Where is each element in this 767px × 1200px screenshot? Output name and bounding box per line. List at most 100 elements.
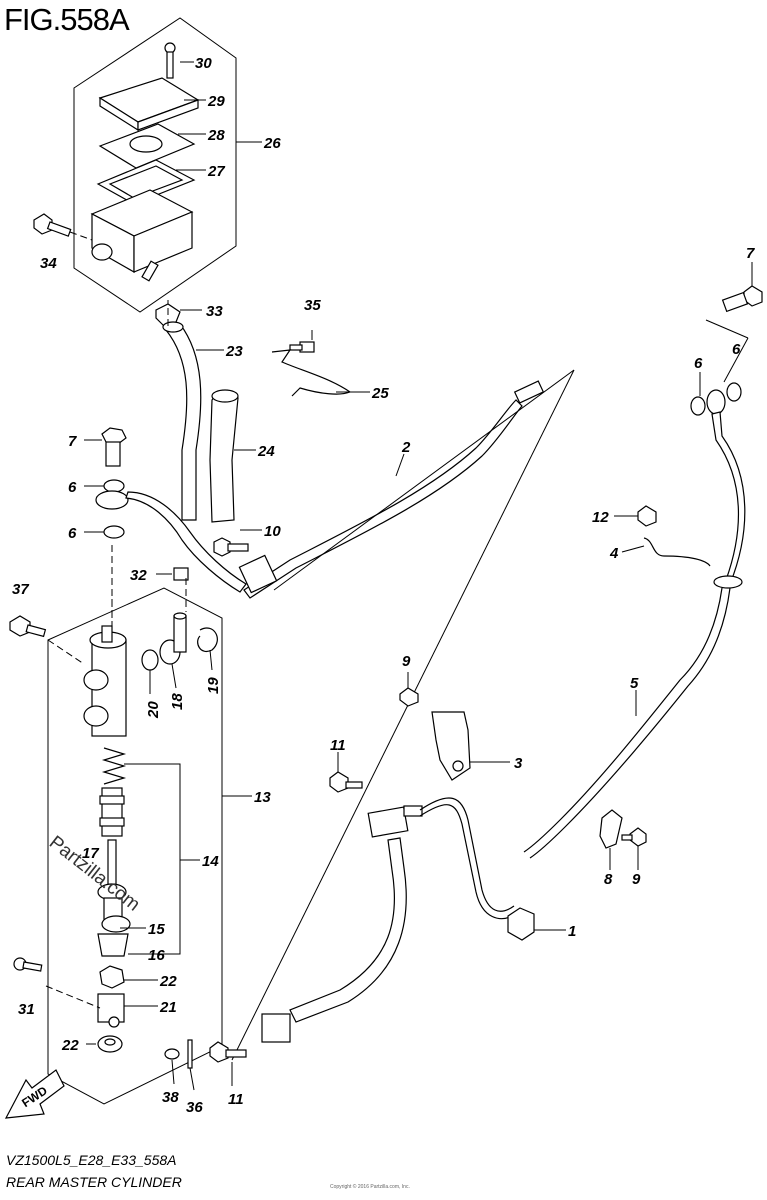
part-16-dust-seal[interactable] (97, 933, 129, 957)
piston-spring[interactable] (101, 747, 127, 785)
callout-24: 24 (257, 443, 275, 460)
part-35-bolt[interactable] (289, 341, 315, 353)
callout-31: 31 (18, 1001, 35, 1018)
part-7-union-bolt[interactable] (101, 427, 127, 467)
callout-25: 25 (371, 385, 389, 402)
part-10-bolt[interactable] (213, 537, 249, 557)
part-27-diaphragm[interactable] (96, 159, 196, 205)
part-23-reservoir-hose[interactable] (162, 321, 202, 521)
part-19-circlip[interactable] (197, 627, 218, 652)
assembly-axis-lines (111, 300, 187, 628)
callout-38: 38 (162, 1089, 179, 1106)
part-2-rear-brake-hose[interactable] (238, 380, 545, 599)
part-3-bracket[interactable] (431, 711, 471, 781)
diagram-code: VZ1500L5_E28_E33_558A (6, 1152, 177, 1168)
callout-labels: 30 29 28 26 27 34 33 35 23 25 7 24 2 6 6… (12, 55, 755, 1116)
part-32-clamp[interactable] (173, 567, 189, 581)
callout-30: 30 (195, 55, 212, 72)
part-11-bolt-upper[interactable] (329, 771, 363, 793)
callout-12: 12 (592, 509, 609, 526)
part-6-gasket-lower[interactable] (103, 525, 125, 539)
part-31-clevis-pin[interactable] (13, 957, 101, 1009)
callout-26: 26 (263, 135, 281, 152)
diagram-caption: REAR MASTER CYLINDER (6, 1174, 182, 1190)
callout-9-upper: 9 (402, 653, 411, 670)
part-38-washer[interactable] (164, 1048, 180, 1060)
part-7-union-bolt-right[interactable] (721, 285, 763, 313)
callout-22-upper: 22 (159, 973, 177, 990)
part-6-gasket-right-a[interactable] (690, 396, 706, 416)
callout-9-lower: 9 (632, 871, 641, 888)
callout-15: 15 (148, 921, 165, 938)
part-22-nut-upper[interactable] (99, 965, 125, 989)
callout-37: 37 (12, 581, 29, 598)
part-14-piston-kit[interactable] (99, 787, 125, 837)
callout-10: 10 (264, 523, 281, 540)
callout-19: 19 (205, 677, 222, 694)
part-22-nut-lower[interactable] (97, 1035, 123, 1053)
part-20-o-ring[interactable] (141, 649, 159, 671)
lower-brake-hose[interactable] (261, 837, 407, 1043)
part-37-bolt[interactable] (9, 615, 85, 665)
callout-5: 5 (630, 675, 639, 692)
callout-28: 28 (207, 127, 225, 144)
callout-34: 34 (40, 255, 57, 272)
callout-1: 1 (568, 923, 576, 940)
part-5-brake-hose[interactable] (523, 389, 746, 859)
reference-lines (231, 319, 749, 1061)
callout-27: 27 (207, 163, 225, 180)
callout-36: 36 (186, 1099, 203, 1116)
callout-6-left-upper: 6 (68, 479, 77, 496)
callout-2: 2 (401, 439, 411, 456)
part-17-push-rod[interactable] (97, 839, 127, 901)
part-36-cotter-pin[interactable] (187, 1039, 193, 1069)
callout-14: 14 (202, 853, 219, 870)
callout-17: 17 (82, 845, 99, 862)
reservoir-body[interactable] (90, 189, 194, 282)
callout-33: 33 (206, 303, 223, 320)
callout-6-right-a: 6 (694, 355, 703, 372)
part-6-gasket-right-b[interactable] (726, 382, 742, 402)
callout-32: 32 (130, 567, 147, 584)
part-18-connector[interactable] (159, 612, 187, 665)
callout-6-right-b: 6 (732, 341, 741, 358)
copyright-notice: Copyright © 2016 Partzilla.com, Inc. (330, 1184, 410, 1190)
part-1-clamp[interactable] (507, 907, 535, 941)
callout-35: 35 (304, 297, 321, 314)
part-30-screw[interactable] (164, 42, 176, 79)
brake-hose-joint-block[interactable] (367, 805, 423, 838)
part-11-bolt-lower[interactable] (209, 1041, 247, 1063)
callout-20: 20 (145, 701, 162, 719)
brake-pipe[interactable] (419, 797, 517, 920)
callout-6-left-lower: 6 (68, 525, 77, 542)
callout-13: 13 (254, 789, 271, 806)
callout-11-lower: 11 (228, 1091, 244, 1108)
callout-11-upper: 11 (330, 737, 346, 754)
part-4-wire-guide[interactable] (643, 537, 711, 567)
leader-lines (84, 61, 753, 1091)
rear-brake-hose-banjo[interactable] (95, 490, 247, 593)
part-34-bolt[interactable] (33, 213, 93, 241)
part-6-gasket-upper[interactable] (103, 479, 125, 493)
master-cylinder-body[interactable] (83, 625, 127, 737)
part-25-hose-guide[interactable] (271, 349, 352, 397)
part-29-reservoir-cap[interactable] (98, 77, 200, 132)
callout-16: 16 (148, 947, 165, 964)
part-8-clamp[interactable] (599, 809, 623, 849)
part-9-bolt-lower[interactable] (621, 827, 647, 847)
callout-8: 8 (604, 871, 613, 888)
part-21-clevis[interactable] (97, 993, 125, 1028)
callout-18: 18 (169, 693, 186, 710)
callout-22-lower: 22 (61, 1037, 79, 1054)
part-12-bolt[interactable] (637, 505, 657, 527)
callout-7-right: 7 (746, 245, 755, 262)
callout-23: 23 (225, 343, 243, 360)
callout-7-left: 7 (68, 433, 77, 450)
callout-3: 3 (514, 755, 523, 772)
callout-29: 29 (207, 93, 225, 110)
part-24-hose-protector[interactable] (209, 389, 239, 523)
figure-title: FIG.558A (4, 2, 130, 37)
reservoir-assembly-frame (73, 17, 237, 313)
part-28-diaphragm-plate[interactable] (98, 123, 196, 169)
